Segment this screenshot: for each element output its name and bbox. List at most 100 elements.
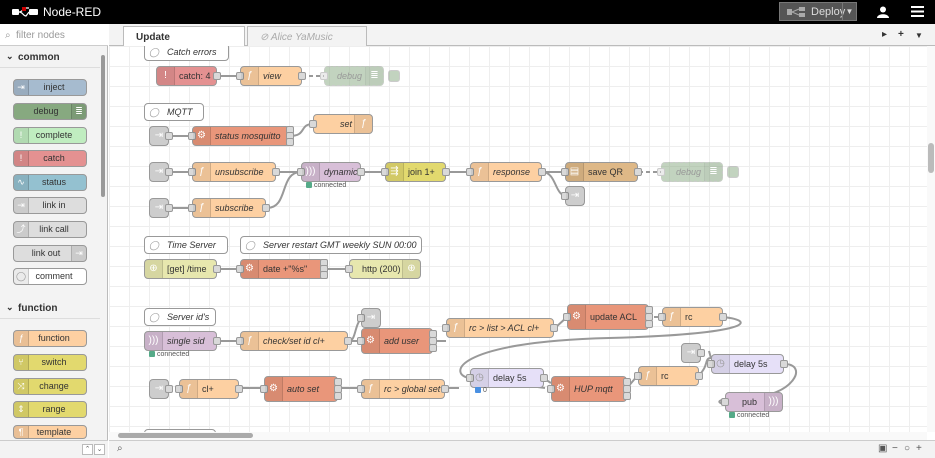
node-join[interactable]: ⇶join 1+ [381, 162, 450, 182]
output-port[interactable] [235, 385, 243, 393]
node-link-in-3[interactable]: ⇥ [149, 198, 173, 218]
palette-node-link-call[interactable]: ⤴link call [13, 221, 87, 238]
output-port[interactable] [286, 138, 294, 146]
palette-node-template[interactable]: ¶template [13, 425, 87, 439]
comment-server-restart[interactable]: ◯Server restart GMT weekly SUN 00:00 [240, 236, 422, 254]
input-port[interactable] [357, 385, 365, 393]
input-port[interactable] [309, 120, 317, 128]
input-port[interactable] [236, 265, 244, 273]
palette-node-inject[interactable]: ⇥inject [13, 79, 87, 96]
node-link-out-1[interactable]: ⇥ [561, 186, 585, 206]
workspace-horizontal-scrollbar[interactable] [109, 432, 927, 440]
workspace-vertical-scrollbar[interactable] [927, 46, 935, 432]
add-flow-icon[interactable]: + [898, 29, 904, 40]
input-port[interactable] [188, 132, 196, 140]
node-dynamic[interactable]: )))dynamic [297, 162, 365, 182]
input-port[interactable] [188, 168, 196, 176]
input-port[interactable] [466, 374, 474, 382]
zoom-reset-icon[interactable]: ○ [904, 443, 911, 454]
node-mqtt-single-sid[interactable]: )))single sid [144, 331, 221, 351]
node-link-out-2[interactable]: ⇥ [357, 308, 381, 328]
palette-node-status[interactable]: ∿status [13, 174, 87, 191]
debug-toggle-button[interactable] [727, 166, 739, 178]
input-port[interactable] [188, 204, 196, 212]
tab-alice-yamusic[interactable]: ⊘ Alice YaMusic [247, 26, 367, 46]
input-port[interactable] [466, 168, 474, 176]
node-auto-set[interactable]: ⚙auto set [260, 376, 342, 402]
output-port[interactable] [165, 204, 173, 212]
node-link-in-2[interactable]: ⇥ [149, 162, 173, 182]
node-add-user[interactable]: ⚙add user [357, 328, 437, 354]
palette-node-link-out[interactable]: link out⇥ [13, 245, 87, 262]
palette-node-change[interactable]: ⤨change [13, 378, 87, 395]
category-common-header[interactable]: ⌄ common [0, 46, 100, 68]
palette-node-complete[interactable]: !complete [13, 127, 87, 144]
output-port[interactable] [272, 168, 280, 176]
node-update-acl[interactable]: ⚙update ACL [563, 304, 653, 330]
input-port[interactable] [547, 385, 555, 393]
input-port[interactable] [721, 398, 729, 406]
input-port[interactable] [381, 168, 389, 176]
output-port[interactable] [538, 168, 546, 176]
palette-node-link-in[interactable]: ⇥link in [13, 197, 87, 214]
palette-node-comment[interactable]: ◯comment [13, 268, 87, 285]
category-function-header[interactable]: ⌄ function [0, 297, 100, 319]
input-port[interactable] [442, 324, 450, 332]
node-mqtt-pub[interactable]: pub ))) [721, 392, 783, 412]
output-port[interactable] [213, 72, 221, 80]
comment-partial[interactable] [144, 429, 216, 432]
output-port[interactable] [623, 392, 631, 400]
input-port[interactable] [175, 385, 183, 393]
output-port[interactable] [634, 168, 642, 176]
menu-icon[interactable] [911, 6, 924, 17]
output-port[interactable] [780, 360, 788, 368]
search-icon[interactable]: ⌕ [117, 443, 123, 454]
comment-time-server[interactable]: ◯Time Server [144, 236, 228, 254]
node-catch[interactable]: !catch: 4 [156, 66, 221, 86]
output-port[interactable] [540, 374, 548, 382]
input-port[interactable] [561, 192, 569, 200]
output-port[interactable] [213, 265, 221, 273]
node-link-in-5[interactable]: ⇥ [681, 343, 705, 363]
user-icon[interactable] [877, 6, 889, 18]
node-debug-1[interactable]: debug ≣ [320, 66, 384, 86]
comment-mqtt[interactable]: ◯MQTT [144, 103, 204, 121]
input-port[interactable] [320, 72, 328, 80]
output-port[interactable] [320, 271, 328, 279]
palette-node-debug[interactable]: debug≣ [13, 103, 87, 120]
palette-node-range[interactable]: ⇕range [13, 401, 87, 418]
deploy-button[interactable]: Deploy ▼ [779, 2, 857, 21]
node-status-mosquitto[interactable]: ⚙status mosquitto [188, 126, 294, 146]
output-port[interactable] [213, 337, 221, 345]
node-delay-2[interactable]: ◷delay 5s [707, 354, 788, 374]
input-port[interactable] [236, 337, 244, 345]
input-port[interactable] [634, 372, 642, 380]
node-link-in-4[interactable]: ⇥ [149, 379, 173, 399]
workspace-horizontal-scroll-thumb[interactable] [118, 433, 253, 438]
output-port[interactable] [695, 372, 703, 380]
output-port[interactable] [165, 168, 173, 176]
node-set[interactable]: set ƒ [309, 114, 373, 134]
expand-all-icon[interactable]: ⌄ [94, 444, 105, 455]
output-port[interactable] [697, 349, 705, 357]
tab-update[interactable]: Update [123, 26, 245, 47]
input-port[interactable] [658, 313, 666, 321]
palette-node-catch[interactable]: !catch [13, 150, 87, 167]
input-port[interactable] [345, 265, 353, 273]
node-http-in-get-time[interactable]: ⊕[get] /time [144, 259, 221, 279]
debug-toggle-button[interactable] [388, 70, 400, 82]
palette-node-switch[interactable]: ⑂switch [13, 354, 87, 371]
input-port[interactable] [563, 313, 571, 321]
input-port[interactable] [357, 314, 365, 322]
output-port[interactable] [334, 392, 342, 400]
comment-server-ids[interactable]: ◯Server id's [144, 308, 216, 326]
zoom-in-icon[interactable]: + [916, 443, 922, 454]
filter-nodes-input[interactable]: ⌕ filter nodes [0, 24, 108, 46]
output-port[interactable] [165, 385, 173, 393]
